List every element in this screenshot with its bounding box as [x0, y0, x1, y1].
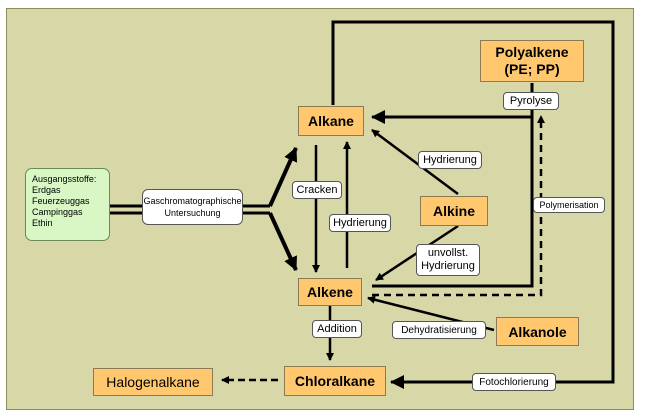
node-chloralkane: Chloralkane — [284, 366, 386, 396]
label-fotochlorierung-text: Fotochlorierung — [479, 376, 549, 388]
node-polyalkene-label: Polyalkene (PE; PP) — [495, 44, 569, 77]
label-hydrierung-left-text: Hydrierung — [333, 216, 387, 229]
label-fotochlorierung: Fotochlorierung — [472, 373, 556, 391]
label-unvollst-hydrierung: unvollst. Hydrierung — [416, 244, 480, 276]
arrow-gc-to-alkane — [268, 147, 298, 207]
node-alkane-label: Alkane — [308, 113, 354, 129]
label-gaschromatographie: Gaschromatographische Untersuchung — [142, 189, 243, 225]
label-cracken-text: Cracken — [296, 183, 338, 196]
label-hydrierung-left: Hydrierung — [329, 214, 391, 232]
label-hydrierung-alkine: Hydrierung — [418, 151, 482, 169]
label-addition-text: Addition — [317, 322, 357, 335]
label-dehydratisierung-text: Dehydratisierung — [401, 324, 477, 336]
node-chloralkane-label: Chloralkane — [294, 373, 376, 389]
node-halogenalkane-label: Halogenalkane — [106, 374, 200, 390]
node-ausgangsstoffe: Ausgangsstoffe: Erdgas Feuerzeuggas Camp… — [25, 168, 110, 241]
node-alkine-label: Alkine — [432, 203, 475, 219]
node-alkane: Alkane — [298, 106, 364, 136]
node-alkine: Alkine — [420, 196, 488, 226]
label-dehydratisierung: Dehydratisierung — [392, 321, 486, 339]
node-ausgangsstoffe-label: Ausgangsstoffe: Erdgas Feuerzeuggas Camp… — [32, 174, 97, 228]
label-addition: Addition — [312, 320, 362, 338]
arrow-alkene-to-alkane-loop — [371, 110, 534, 288]
label-cracken: Cracken — [292, 181, 342, 199]
node-alkanole: Alkanole — [496, 317, 579, 346]
node-polyalkene: Polyalkene (PE; PP) — [480, 40, 584, 82]
node-alkene: Alkene — [298, 278, 362, 306]
arrow-polymerisation-dashed — [372, 115, 545, 297]
label-polymerisation: Polymerisation — [533, 197, 605, 213]
node-alkanole-label: Alkanole — [508, 323, 567, 340]
label-pyrolyse: Pyrolyse — [503, 92, 559, 110]
arrow-gc-to-alkene — [268, 212, 298, 271]
label-unvollst-hydrierung-text: unvollst. Hydrierung — [421, 247, 475, 272]
node-alkene-label: Alkene — [307, 284, 353, 300]
label-gaschromatographie-text: Gaschromatographische Untersuchung — [143, 196, 242, 218]
node-halogenalkane: Halogenalkane — [93, 368, 213, 396]
arrow-alkine-to-alkane — [371, 128, 459, 196]
label-hydrierung-alkine-text: Hydrierung — [423, 153, 477, 166]
label-polymerisation-text: Polymerisation — [539, 199, 599, 210]
label-pyrolyse-text: Pyrolyse — [509, 94, 553, 107]
